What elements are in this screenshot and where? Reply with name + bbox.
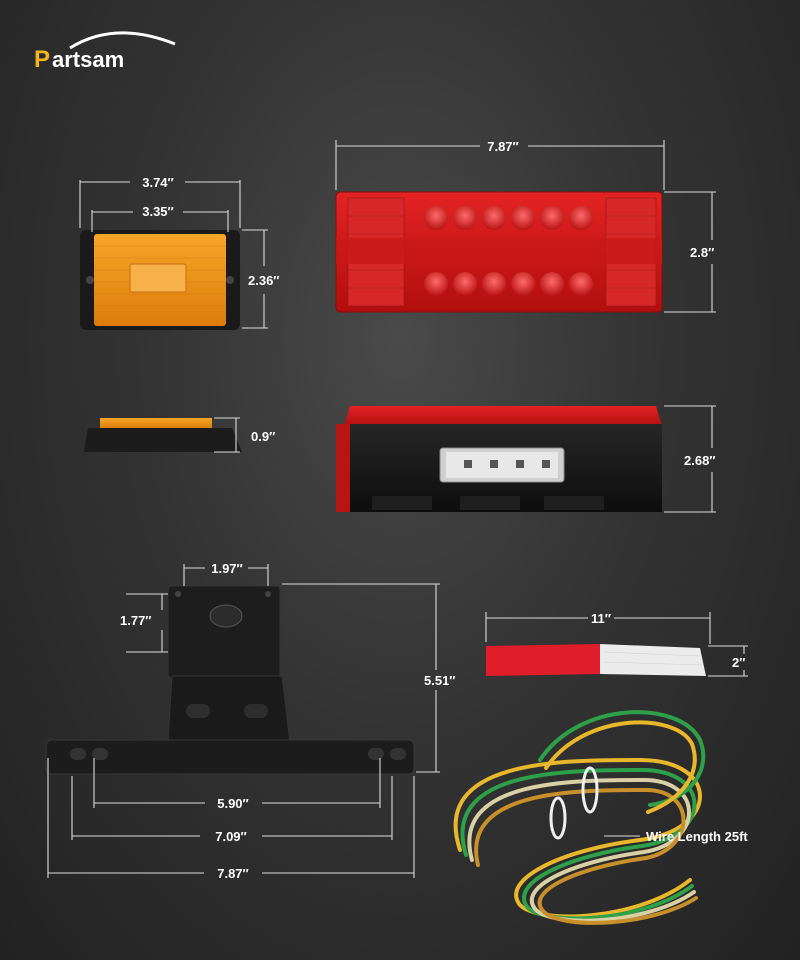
bracket-width-outer-label: 7.87″ xyxy=(217,866,249,881)
tail-side-height-label: 2.68″ xyxy=(684,453,716,468)
amber-marker-light-front xyxy=(80,230,240,330)
tail-height-label: 2.8″ xyxy=(690,245,714,260)
wire-harness xyxy=(453,710,706,925)
led-chip-icon xyxy=(542,460,550,468)
bracket-width-inner-label: 5.90″ xyxy=(217,796,249,811)
amber-depth-label: 0.9″ xyxy=(251,429,275,444)
bracket-hole-spacing-label: 1.97″ xyxy=(211,561,243,576)
mount-hole-icon xyxy=(86,276,94,284)
led-chip-icon xyxy=(464,460,472,468)
wire-length-label: Wire Length 25ft xyxy=(646,829,748,844)
tape-dimension-lines xyxy=(485,612,748,677)
logo-letter-p: P xyxy=(34,46,50,73)
bracket-height-label: 5.51″ xyxy=(424,673,456,688)
led-chip-icon xyxy=(490,460,498,468)
led-row-bottom xyxy=(424,272,593,296)
logo-swoosh-icon xyxy=(69,31,176,50)
brand-logo: P artsam xyxy=(34,31,176,73)
bracket-dimension-lines xyxy=(47,564,440,878)
amber-marker-light-side xyxy=(84,418,242,452)
led-chip-icon xyxy=(516,460,524,468)
red-tail-light-front xyxy=(335,191,663,313)
bracket-width-mid-label: 7.09″ xyxy=(215,829,247,844)
tape-length-label: 11″ xyxy=(591,611,611,626)
mount-hole-icon xyxy=(226,276,234,284)
amber-dimension-lines xyxy=(79,180,268,329)
amber-width-outer-label: 3.74″ xyxy=(142,175,174,190)
led-row-top xyxy=(424,206,593,230)
red-tail-light-side xyxy=(336,406,662,512)
logo-text-rest: artsam xyxy=(52,47,124,72)
tail-width-label: 7.87″ xyxy=(487,139,519,154)
tape-width-label: 2″ xyxy=(732,655,745,670)
amber-depth-dimension-lines xyxy=(214,417,240,453)
amber-height-label: 2.36″ xyxy=(248,273,280,288)
reflective-tape xyxy=(486,644,706,676)
bracket-hole-offset-label: 1.77″ xyxy=(120,613,152,628)
amber-width-inner-label: 3.35″ xyxy=(142,204,174,219)
tail-side-dimension-lines xyxy=(664,405,716,513)
license-plate-bracket xyxy=(45,585,415,775)
tail-light-dimension-lines xyxy=(335,140,716,313)
